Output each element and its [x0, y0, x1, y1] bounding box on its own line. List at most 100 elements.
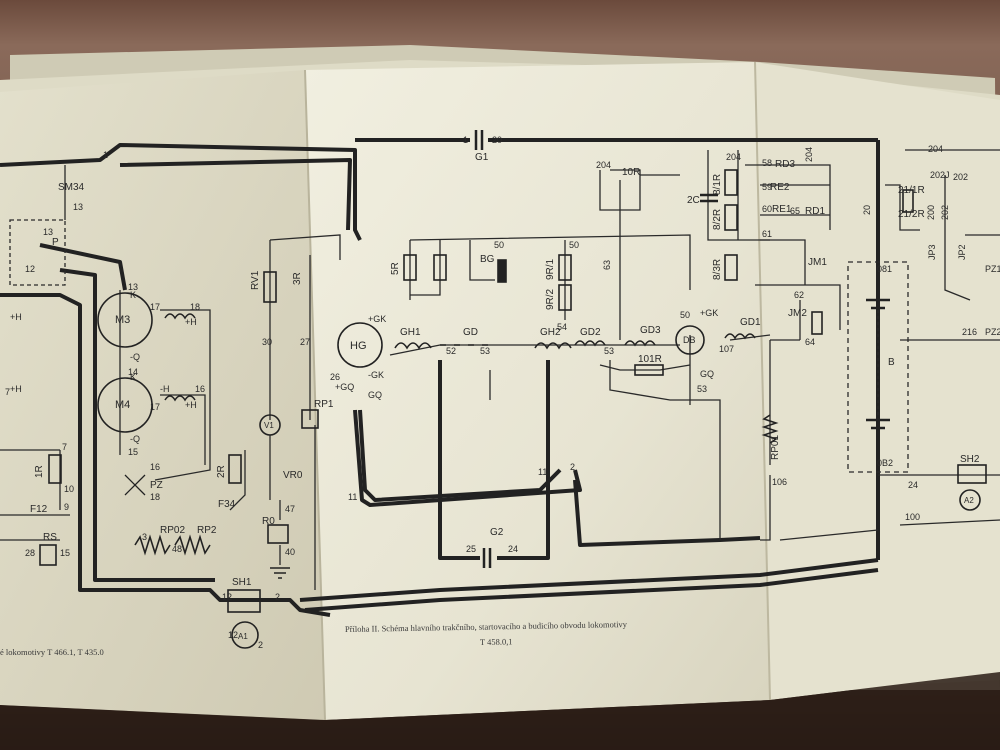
svg-text:13: 13 — [128, 282, 138, 292]
resistor-2r-icon — [228, 454, 242, 484]
label-rp1: RP1 — [314, 399, 334, 410]
label-hg: HG — [350, 340, 367, 352]
svg-text:64: 64 — [805, 337, 815, 347]
svg-text:50: 50 — [569, 240, 579, 250]
ground-icon — [270, 567, 290, 579]
svg-text:+GK: +GK — [700, 308, 718, 318]
svg-text:202J: 202J — [930, 170, 950, 180]
relay-rs-icon — [39, 544, 57, 566]
svg-text:58: 58 — [762, 158, 772, 168]
label-rs: RS — [43, 532, 57, 543]
resistor-82r-icon — [724, 204, 738, 231]
svg-text:65: 65 — [790, 206, 800, 216]
label-m3: M3 — [115, 314, 130, 326]
svg-text:204: 204 — [928, 144, 943, 154]
svg-text:50: 50 — [680, 310, 690, 320]
svg-text:62: 62 — [794, 290, 804, 300]
svg-text:13: 13 — [73, 202, 83, 212]
svg-text:+H: +H — [10, 384, 22, 394]
svg-text:GQ: GQ — [700, 369, 714, 379]
svg-text:47: 47 — [285, 504, 295, 514]
svg-text:27: 27 — [300, 337, 310, 347]
field-coil-m3-icon — [164, 313, 196, 320]
svg-text:7: 7 — [5, 387, 10, 397]
ammeter-a1-icon — [231, 621, 259, 649]
svg-text:59: 59 — [762, 182, 772, 192]
svg-text:16: 16 — [195, 384, 205, 394]
svg-text:081: 081 — [877, 264, 892, 274]
label-vr0: VR0 — [283, 470, 303, 481]
svg-text:+H: +H — [185, 317, 197, 327]
resistor-rp02-icon — [134, 534, 171, 556]
label-gd2: GD2 — [580, 327, 601, 338]
svg-text:18: 18 — [150, 492, 160, 502]
svg-text:48: 48 — [172, 544, 182, 554]
resistor-83r-icon — [724, 254, 738, 281]
svg-text:30: 30 — [262, 337, 272, 347]
label-21-1r: 21/1R — [898, 185, 925, 196]
label-b: B — [888, 357, 895, 368]
svg-text:202: 202 — [953, 172, 968, 182]
svg-text:11: 11 — [538, 467, 547, 477]
svg-text:40: 40 — [285, 547, 295, 557]
svg-text:20: 20 — [862, 205, 872, 215]
svg-text:60: 60 — [762, 204, 772, 214]
svg-text:204: 204 — [804, 147, 814, 162]
coil-gd3-icon — [624, 340, 656, 347]
svg-text:20: 20 — [492, 135, 502, 145]
svg-text:10: 10 — [64, 484, 74, 494]
ammeter-a2-icon — [959, 489, 981, 511]
svg-text:16: 16 — [150, 462, 160, 472]
svg-text:+GK: +GK — [368, 314, 386, 324]
caption-left: é lokomotivy T 466.1, T 435.0 — [0, 647, 104, 657]
label-gd3: GD3 — [640, 325, 661, 336]
caption-center-code: T 458.0,1 — [480, 636, 513, 647]
dynamo-db-icon — [675, 325, 705, 355]
svg-text:2: 2 — [570, 462, 575, 472]
svg-text:K: K — [130, 372, 136, 382]
label-jm2: JM2 — [788, 308, 807, 319]
motor-m3-icon — [97, 292, 153, 348]
svg-text:3: 3 — [142, 532, 147, 542]
label-pz: PZ — [150, 480, 163, 491]
svg-text:+H: +H — [10, 312, 22, 322]
label-sh2: SH2 — [960, 454, 980, 465]
label-rd3: RD3 — [775, 159, 795, 170]
label-f34: F34 — [218, 499, 236, 510]
label-1r: 1R — [34, 465, 45, 478]
svg-text:25: 25 — [466, 544, 476, 554]
svg-text:17: 17 — [150, 402, 160, 412]
svg-text:-Q: -Q — [130, 434, 140, 444]
resistor-r0-icon — [267, 524, 289, 544]
label-p: P — [52, 237, 59, 248]
label-a2: A2 — [964, 496, 974, 505]
bg-block-icon — [497, 259, 507, 283]
svg-text:24: 24 — [908, 480, 918, 490]
svg-text:JP3: JP3 — [927, 244, 937, 260]
label-rd1: RD1 — [805, 206, 825, 217]
svg-text:106: 106 — [772, 477, 787, 487]
table-shadow — [0, 672, 1000, 750]
label-sh1: SH1 — [232, 577, 252, 588]
svg-text:-Q: -Q — [130, 352, 140, 362]
svg-text:52: 52 — [446, 346, 456, 356]
coil-gh1-icon — [394, 342, 432, 350]
label-9r2: 9R/2 — [545, 288, 556, 310]
svg-text:+H: +H — [185, 400, 197, 410]
svg-text:PZ2: PZ2 — [985, 327, 1000, 337]
svg-text:50: 50 — [494, 240, 504, 250]
svg-text:JP2: JP2 — [957, 244, 967, 260]
svg-text:100: 100 — [905, 512, 920, 522]
label-gh2: GH2 — [540, 327, 561, 338]
label-v1: V1 — [264, 421, 274, 430]
svg-text:1: 1 — [103, 150, 108, 160]
svg-text:13: 13 — [43, 227, 53, 237]
label-g2: G2 — [490, 527, 504, 538]
svg-text:K: K — [130, 290, 136, 300]
polarity-marks: K K +H +H -H -Q -Q +GK -GK +GQ GQ +GK GQ… — [10, 290, 718, 444]
svg-text:54: 54 — [557, 322, 567, 332]
resistor-101r-icon — [634, 364, 664, 376]
label-jm1: JM1 — [808, 257, 827, 268]
svg-text:63: 63 — [602, 260, 612, 270]
